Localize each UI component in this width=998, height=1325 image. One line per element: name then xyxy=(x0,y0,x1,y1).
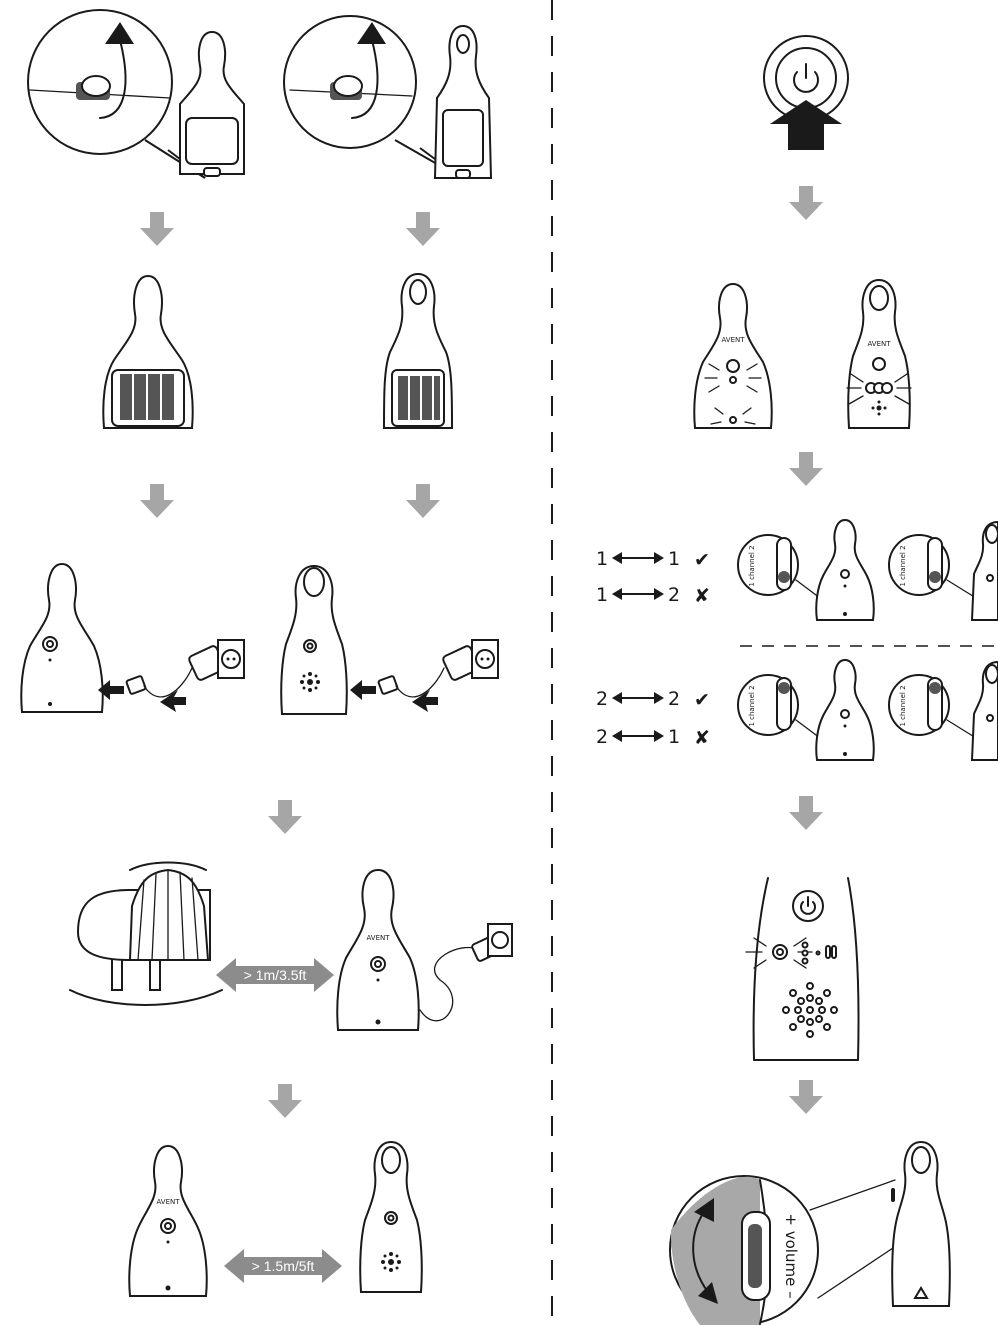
baby-unit-placement: AVENT xyxy=(337,870,418,1030)
distance-label-cot: > 1m/3.5ft xyxy=(244,967,307,983)
baby-unit-lights-on: AVENT xyxy=(694,284,771,428)
pair-label-a: 1 xyxy=(596,584,608,606)
down-arrow-icon xyxy=(789,452,823,486)
pair-label-b: 1 xyxy=(668,548,680,570)
brand-label: AVENT xyxy=(721,336,745,344)
down-arrow-icon xyxy=(406,484,440,518)
parent-unit-final xyxy=(360,1142,422,1292)
open-battery-parent-unit xyxy=(284,16,491,178)
parent-unit-side xyxy=(891,1142,950,1306)
pairing-row-4: 2 1 ✘ xyxy=(596,726,710,749)
check-icon: ✔ xyxy=(694,689,710,711)
down-arrow-icon xyxy=(789,1080,823,1114)
channel-1-baby: 1 channel 2 xyxy=(738,520,874,620)
volume-dial-zoom: + volume – xyxy=(670,1176,895,1325)
down-arrow-icon xyxy=(789,186,823,220)
down-arrow-icon xyxy=(140,484,174,518)
parent-unit-lights-on: AVENT xyxy=(847,280,911,428)
cross-icon: ✘ xyxy=(694,727,710,749)
baby-unit-batteries xyxy=(103,276,192,428)
baby-unit-final: AVENT xyxy=(129,1146,206,1296)
pairing-row-1: 1 1 ✔ xyxy=(596,548,710,571)
parent-unit-batteries xyxy=(384,274,452,428)
channel-switch-label: 1 channel 2 xyxy=(899,685,907,726)
down-arrow-icon xyxy=(406,212,440,246)
channel-switch-label: 1 channel 2 xyxy=(748,545,756,586)
pair-label-a: 1 xyxy=(596,548,608,570)
channel-1-parent: 1 channel 2 xyxy=(889,522,998,620)
brand-label: AVENT xyxy=(366,934,390,942)
down-arrow-icon xyxy=(268,800,302,834)
plug-baby-unit xyxy=(21,564,244,712)
distance-indicator-cot: > 1m/3.5ft xyxy=(216,958,334,992)
down-arrow-icon xyxy=(789,796,823,830)
pair-label-b: 2 xyxy=(668,688,680,710)
channel-2-parent: 1 channel 2 xyxy=(889,662,998,760)
pair-label-b: 2 xyxy=(668,584,680,606)
pair-label-b: 1 xyxy=(668,726,680,748)
open-battery-baby-unit xyxy=(28,10,244,178)
parent-unit-link-light xyxy=(746,878,859,1060)
pairing-row-3: 2 2 ✔ xyxy=(596,688,710,711)
pairing-row-2: 1 2 ✘ xyxy=(596,584,710,607)
brand-label: AVENT xyxy=(156,1198,180,1206)
down-arrow-icon xyxy=(268,1084,302,1118)
power-button-press xyxy=(764,36,848,150)
cradle-icon xyxy=(70,990,222,1005)
distance-indicator-units: > 1.5m/5ft xyxy=(224,1249,342,1283)
volume-label: + volume – xyxy=(782,1213,800,1298)
channel-switch-label: 1 channel 2 xyxy=(748,685,756,726)
plug-parent-unit xyxy=(281,566,498,714)
check-icon: ✔ xyxy=(694,549,710,571)
distance-label-units: > 1.5m/5ft xyxy=(252,1258,315,1274)
down-arrow-icon xyxy=(140,212,174,246)
cross-icon: ✘ xyxy=(694,585,710,607)
channel-switch-label: 1 channel 2 xyxy=(899,545,907,586)
pair-label-a: 2 xyxy=(596,726,608,748)
channel-2-baby: 1 channel 2 xyxy=(738,660,874,760)
brand-label: AVENT xyxy=(867,340,891,348)
pair-label-a: 2 xyxy=(596,688,608,710)
cradle-illustration xyxy=(70,863,222,1006)
